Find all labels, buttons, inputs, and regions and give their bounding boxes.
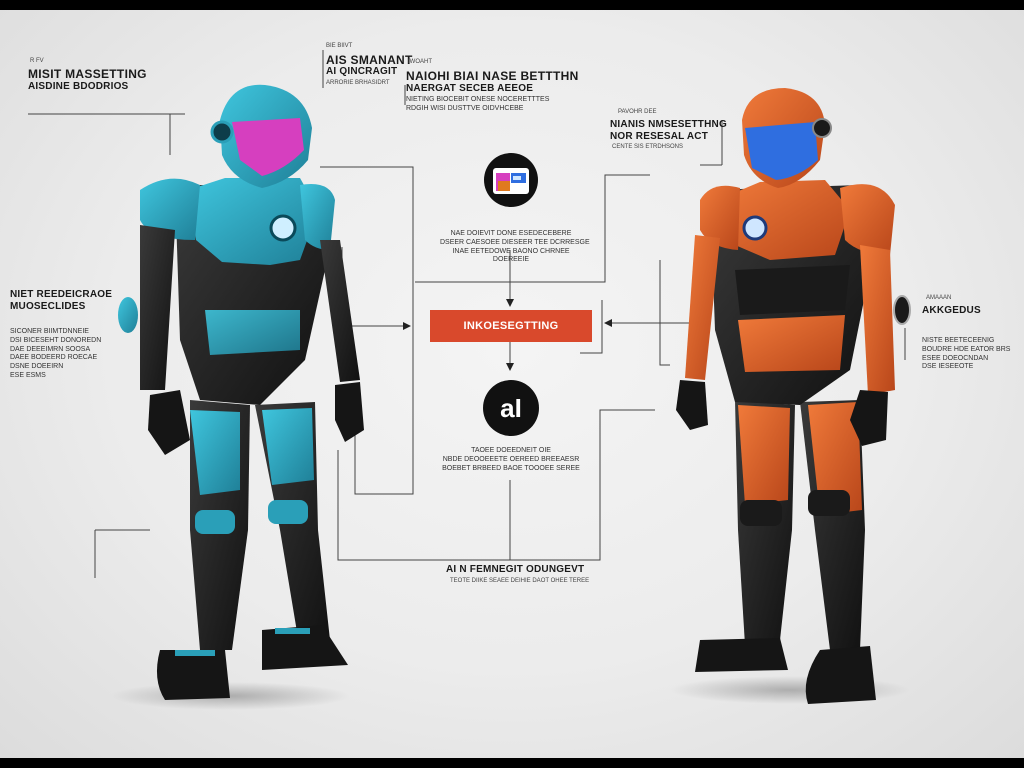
connector-arrow — [341, 247, 411, 330]
connector — [354, 300, 414, 495]
connector — [659, 260, 670, 366]
top-mid-note: ARRORIE BRHASIDRT — [326, 80, 390, 86]
floor-shadow — [110, 682, 350, 710]
left-mid-body: SICONER BIIMTDNNEIE DSI BICESEHT DONORED… — [10, 328, 102, 379]
connector — [580, 300, 603, 354]
left-mid-title-2: MUOSECLIDES — [10, 301, 86, 312]
right-kicker: PAVOHR DEE — [618, 109, 657, 115]
top-mid-kicker: BIE BIIVT — [326, 43, 353, 49]
orange-armored-suit-figure — [676, 88, 911, 704]
connector-lines — [28, 50, 911, 710]
app-window-icon — [484, 153, 538, 207]
right-note: CENTE SIS ETRDHSONS — [612, 144, 684, 150]
left-top-kicker: R FV — [30, 58, 44, 64]
left-mid-title-1: NIET REEDEICRAOE — [10, 289, 113, 300]
top-right-title-2: NAERGAT SECEB AEEOE — [406, 83, 534, 94]
right-title-2: NOR RESESAL ACT — [610, 131, 709, 142]
center-lower-body: TAOEE DOEEDNEIT OIE NBDE DEOOEEETE OEREE… — [442, 447, 580, 472]
top-mid-title-1: AIS SMANANT — [326, 53, 413, 67]
center-upper-body: NAE DOIEVIT DONE ESEDECEBERE DSEER CAESO… — [440, 230, 590, 264]
left-top-subtitle: AISDINE BDODRIOS — [28, 81, 129, 92]
connector — [320, 166, 414, 300]
infographic-canvas: R FV MISIT MASSETTING AISDINE BDODRIOS B… — [0, 10, 1024, 758]
right-title-1: NIANIS NMSESETTHNG — [610, 119, 727, 130]
teal-armored-suit-figure — [118, 84, 364, 700]
center-process-box: INKOESEGTTING — [430, 310, 592, 342]
right-mid-body: NISTE BEETECEENIG BOUDRE HDE EATOR BRS E… — [922, 337, 1011, 371]
top-right-kicker: IWOAHT — [408, 59, 432, 65]
bottom-title: AI N FEMNEGIT ODUNGEVT — [446, 564, 585, 575]
connector — [337, 409, 655, 561]
left-top-title: MISIT MASSETTING — [28, 67, 147, 81]
right-mid-title: AKKGEDUS — [922, 305, 981, 316]
top-right-title-1: NAIOHI BIAI NASE BETTTHN — [406, 69, 579, 83]
top-right-body: NIETING BIOCEBIT ONESE NOCERETTTES RDGIH… — [406, 96, 550, 112]
right-mid-kicker: AMAAAN — [926, 295, 952, 301]
ai-badge-icon: aI — [483, 380, 539, 436]
bottom-subtitle: TEOTE DIIKE SEAEE DEIHIE DAOT OHEE TEREE — [450, 578, 590, 584]
top-mid-title-2: AI QINCRAGIT — [326, 66, 398, 77]
